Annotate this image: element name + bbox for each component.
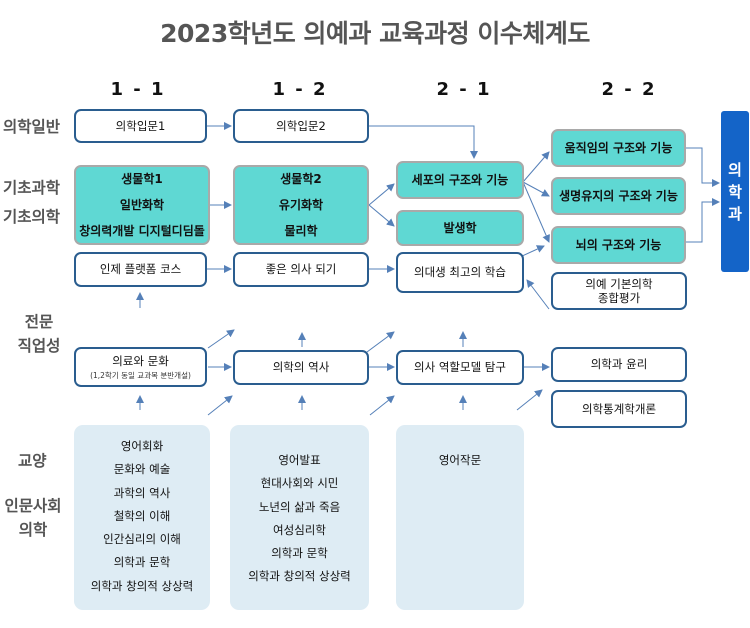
category-general: 의학일반 [3, 118, 61, 136]
course-brain: 뇌의 구조와 기능 [551, 226, 686, 264]
basic-science-sem1: 생물학1 일반화학 창의력개발 디지털디딤돌 [74, 165, 210, 245]
course-intro-medicine-1: 의학입문1 [74, 109, 207, 143]
liberal-panel-sem1: 영어회화 문화와 예술 과학의 역사 철학의 이해 인간심리의 이해 의학과 문… [74, 425, 210, 610]
liberal-panel-sem2: 영어발표 현대사회와 시민 노년의 삶과 죽음 여성심리학 의학과 문학 의학과… [230, 425, 369, 610]
course-history-medicine: 의학의 역사 [233, 350, 369, 385]
basic-science-sem2: 생물학2 유기화학 물리학 [233, 165, 369, 245]
course-inje-platform: 인제 플랫폼 코스 [74, 252, 207, 287]
course-movement: 움직임의 구조와 기능 [551, 129, 686, 167]
course-medicine-culture: 의료와 문화 (1,2학기 동일 교과목 분반개설) [74, 347, 207, 387]
semester-1-2: 1 - 2 [272, 79, 328, 100]
course-medical-statistics: 의학통계학개론 [551, 390, 687, 428]
course-good-doctor: 좋은 의사 되기 [233, 252, 369, 287]
medical-school-badge: 의 학 과 [721, 111, 749, 272]
semester-2-2: 2 - 2 [601, 79, 657, 100]
page-title: 2023학년도 의예과 교육과정 이수체계도 [160, 19, 590, 48]
course-intro-medicine-2: 의학입문2 [233, 109, 369, 143]
course-medical-ethics: 의학과 윤리 [551, 347, 687, 382]
course-role-model: 의사 역할모델 탐구 [396, 350, 524, 385]
course-comprehensive-eval: 의예 기본의학 종합평가 [551, 272, 687, 310]
liberal-panel-sem3: 영어작문 [396, 425, 524, 610]
category-basic-medicine: 기초의학 [3, 208, 61, 226]
semester-1-1: 1 - 1 [110, 79, 166, 100]
semester-2-1: 2 - 1 [436, 79, 492, 100]
course-cell-structure: 세포의 구조와 기능 [396, 161, 524, 199]
course-life-support: 생명유지의 구조와 기능 [551, 177, 686, 215]
course-best-learning: 의대생 최고의 학습 [396, 252, 524, 293]
category-basic-science: 기초과학 [3, 179, 61, 197]
course-embryology: 발생학 [396, 210, 524, 246]
category-liberal: 교양 [18, 452, 47, 470]
category-professional: 전문 직업성 [17, 313, 61, 355]
category-humanities: 인문사회 의학 [4, 497, 62, 539]
